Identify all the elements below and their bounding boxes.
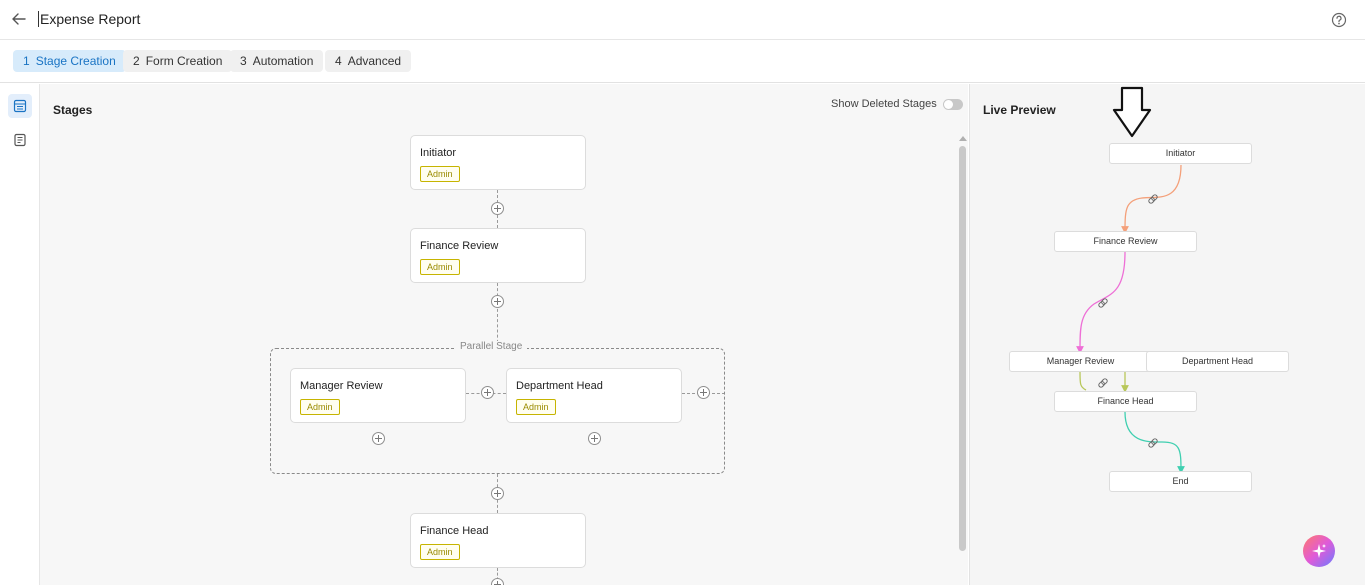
ai-assistant-button[interactable] — [1303, 535, 1335, 567]
preview-edge — [1124, 411, 1185, 474]
preview-node-finance-review[interactable]: Finance Review — [1054, 231, 1197, 252]
role-badge: Admin — [420, 544, 460, 560]
role-badge: Admin — [420, 166, 460, 182]
step-tabs: 1 Stage Creation 2 Form Creation 3 Automati… — [0, 40, 1365, 83]
preview-node-initiator[interactable]: Initiator — [1109, 143, 1252, 164]
tab-label: Form Creation — [145, 54, 223, 68]
canvas-scrollbar[interactable] — [959, 146, 966, 551]
parallel-stage-group: Parallel Stage — [270, 341, 725, 474]
form-view-icon[interactable] — [8, 128, 32, 152]
back-arrow-icon[interactable] — [10, 10, 28, 28]
stage-card-initiator[interactable]: Initiator Admin — [410, 135, 586, 190]
stage-name: Initiator — [420, 147, 457, 159]
add-parallel-stage-plus-icon[interactable] — [697, 386, 710, 399]
stage-name: Finance Review — [420, 240, 499, 252]
preview-edges — [1076, 86, 1185, 474]
stages-canvas: Stages Show Deleted Stages Initiator Adm… — [40, 84, 968, 585]
add-stage-plus-icon[interactable] — [491, 295, 504, 308]
preview-node-department-head[interactable]: Department Head — [1146, 351, 1289, 372]
left-rail — [0, 84, 40, 585]
stages-view-icon[interactable] — [8, 94, 32, 118]
tab-number: 2 — [133, 54, 140, 68]
tab-stage-creation[interactable]: 1 Stage Creation — [13, 50, 126, 72]
role-badge: Admin — [300, 399, 340, 415]
tab-number: 3 — [240, 54, 247, 68]
tab-number: 4 — [335, 54, 342, 68]
header: Expense Report — [0, 0, 1365, 40]
role-badge: Admin — [516, 399, 556, 415]
parallel-stage-label: Parallel Stage — [455, 341, 528, 352]
stage-card-department-head[interactable]: Department Head Admin — [506, 368, 682, 423]
add-stage-plus-icon[interactable] — [491, 578, 504, 585]
link-icon — [1098, 378, 1108, 388]
role-badge: Admin — [420, 259, 460, 275]
link-icon — [1148, 438, 1158, 448]
preview-node-end[interactable]: End — [1109, 471, 1252, 492]
down-arrow-icon — [1112, 86, 1152, 138]
show-deleted-toggle[interactable] — [942, 98, 963, 110]
tab-form-creation[interactable]: 2 Form Creation — [123, 50, 233, 72]
canvas-title: Stages — [53, 103, 93, 117]
page-title[interactable]: Expense Report — [38, 11, 141, 27]
add-parallel-stage-plus-icon[interactable] — [481, 386, 494, 399]
stage-card-finance-review[interactable]: Finance Review Admin — [410, 228, 586, 283]
preview-title: Live Preview — [983, 103, 1056, 117]
preview-node-manager-review[interactable]: Manager Review — [1009, 351, 1152, 372]
preview-node-finance-head[interactable]: Finance Head — [1054, 391, 1197, 412]
tab-number: 1 — [23, 54, 30, 68]
stage-card-finance-head[interactable]: Finance Head Admin — [410, 513, 586, 568]
preview-edge — [1079, 371, 1087, 391]
connector — [497, 568, 498, 585]
add-stage-plus-icon[interactable] — [491, 487, 504, 500]
show-deleted-label: Show Deleted Stages — [831, 98, 937, 110]
tab-automation[interactable]: 3 Automation — [230, 50, 324, 72]
connector — [497, 283, 498, 348]
tab-label: Advanced — [347, 54, 402, 68]
stage-card-manager-review[interactable]: Manager Review Admin — [290, 368, 466, 423]
sparkle-icon — [1312, 544, 1326, 558]
tab-advanced[interactable]: 4 Advanced — [325, 50, 412, 72]
preview-edge — [1121, 164, 1182, 234]
tab-label: Stage Creation — [35, 54, 116, 68]
help-icon[interactable] — [1330, 11, 1348, 29]
stage-name: Department Head — [516, 380, 603, 392]
preview-edge — [1076, 251, 1126, 354]
stage-name: Finance Head — [420, 525, 489, 537]
stage-name: Manager Review — [300, 380, 383, 392]
show-deleted-toggle-group: Show Deleted Stages — [831, 98, 963, 110]
add-stage-plus-icon[interactable] — [491, 202, 504, 215]
scroll-up-arrow-icon[interactable] — [959, 136, 967, 141]
link-icon — [1148, 194, 1158, 204]
link-icon — [1098, 298, 1108, 308]
tab-label: Automation — [252, 54, 314, 68]
add-substage-plus-icon[interactable] — [372, 432, 385, 445]
live-preview-panel: Live Preview Initiator Finance Review Ma… — [969, 84, 1365, 585]
add-substage-plus-icon[interactable] — [588, 432, 601, 445]
